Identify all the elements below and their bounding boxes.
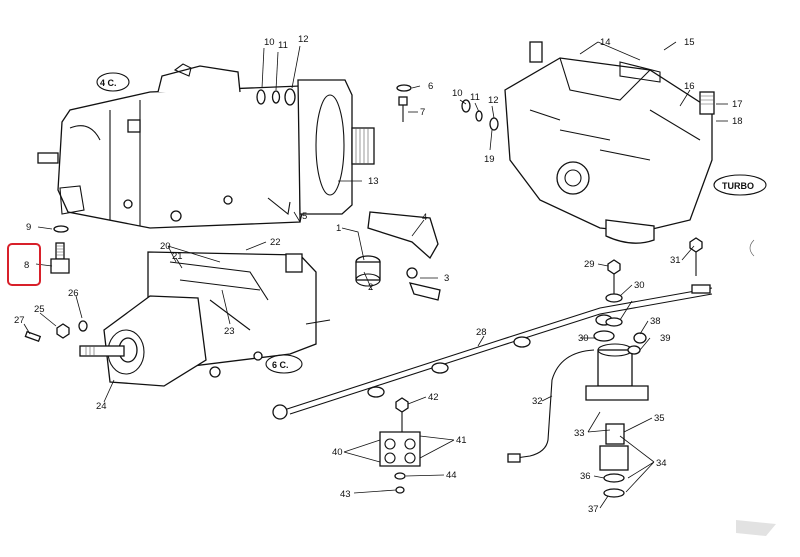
- callout-labels: 10 11 12 6 7 13 8 9 5 1 4 3 2 10 11 12 1…: [14, 34, 743, 515]
- callout-11-top: 11: [278, 40, 288, 51]
- callout-32: 32: [532, 396, 543, 407]
- callout-15: 15: [684, 37, 695, 48]
- callout-31: 31: [670, 255, 681, 266]
- callout-17: 17: [732, 99, 743, 110]
- banjo-bolts: [605, 237, 703, 327]
- callout-4: 4: [422, 212, 427, 223]
- callout-40: 40: [332, 447, 343, 458]
- bolt-8: [50, 225, 70, 274]
- callout-33: 33: [574, 428, 585, 439]
- callout-38: 38: [650, 316, 661, 327]
- callout-25: 25: [34, 304, 45, 315]
- highlight-part-8[interactable]: [7, 243, 41, 286]
- pump-4-cylinder: 4 C.: [37, 63, 375, 229]
- callout-28: 28: [476, 327, 487, 338]
- callout-39: 39: [660, 333, 671, 344]
- washer-stack-top: [256, 88, 296, 106]
- callout-20: 20: [160, 241, 171, 252]
- callout-21: 21: [172, 251, 183, 262]
- callout-24: 24: [96, 401, 107, 412]
- callout-29: 29: [584, 259, 595, 270]
- callout-8: 8: [24, 260, 29, 271]
- scan-noise: [736, 239, 776, 536]
- callout-2: 2: [368, 282, 373, 293]
- callout-37: 37: [588, 504, 599, 515]
- callout-12-right: 12: [488, 95, 499, 106]
- callout-3: 3: [444, 273, 449, 284]
- callout-44: 44: [446, 470, 457, 481]
- callout-35: 35: [654, 413, 665, 424]
- callout-22: 22: [270, 237, 281, 248]
- small-parts-25-27: [24, 320, 88, 343]
- screw-6-7: [396, 84, 412, 122]
- solenoid-valve: [585, 330, 649, 498]
- callout-26: 26: [68, 288, 79, 299]
- callout-27: 27: [14, 315, 25, 326]
- callout-43: 43: [340, 489, 351, 500]
- callout-5: 5: [302, 211, 307, 222]
- clip-assembly: [379, 397, 421, 494]
- callout-11-right: 11: [470, 92, 480, 103]
- callout-19: 19: [484, 154, 495, 165]
- callout-10-top: 10: [264, 37, 275, 48]
- bracket-assembly: [355, 211, 441, 301]
- callout-42: 42: [428, 392, 439, 403]
- callout-16: 16: [684, 81, 695, 92]
- callout-36: 36: [580, 471, 591, 482]
- callout-30-upper: 30: [634, 280, 645, 291]
- callout-14: 14: [600, 37, 611, 48]
- callout-34: 34: [656, 458, 667, 469]
- callout-18: 18: [732, 116, 743, 127]
- callout-41: 41: [456, 435, 467, 446]
- callout-23: 23: [224, 326, 235, 337]
- caption-4-cyl: 4 C.: [100, 78, 117, 88]
- pump-6-cylinder: 6 C.: [79, 251, 331, 387]
- callout-30-lower: 30: [578, 333, 589, 344]
- callout-9: 9: [26, 222, 31, 233]
- callout-12-top: 12: [298, 34, 309, 45]
- pump-turbo: TURBO: [461, 41, 767, 244]
- callout-1: 1: [336, 223, 341, 234]
- callout-7: 7: [420, 107, 425, 118]
- callout-6: 6: [428, 81, 433, 92]
- callout-13: 13: [368, 176, 379, 187]
- caption-turbo: TURBO: [722, 181, 754, 191]
- leader-lines: [23, 41, 728, 509]
- return-pipe-32: [507, 349, 595, 463]
- callout-10-right: 10: [452, 88, 463, 99]
- caption-6-cyl: 6 C.: [272, 360, 289, 370]
